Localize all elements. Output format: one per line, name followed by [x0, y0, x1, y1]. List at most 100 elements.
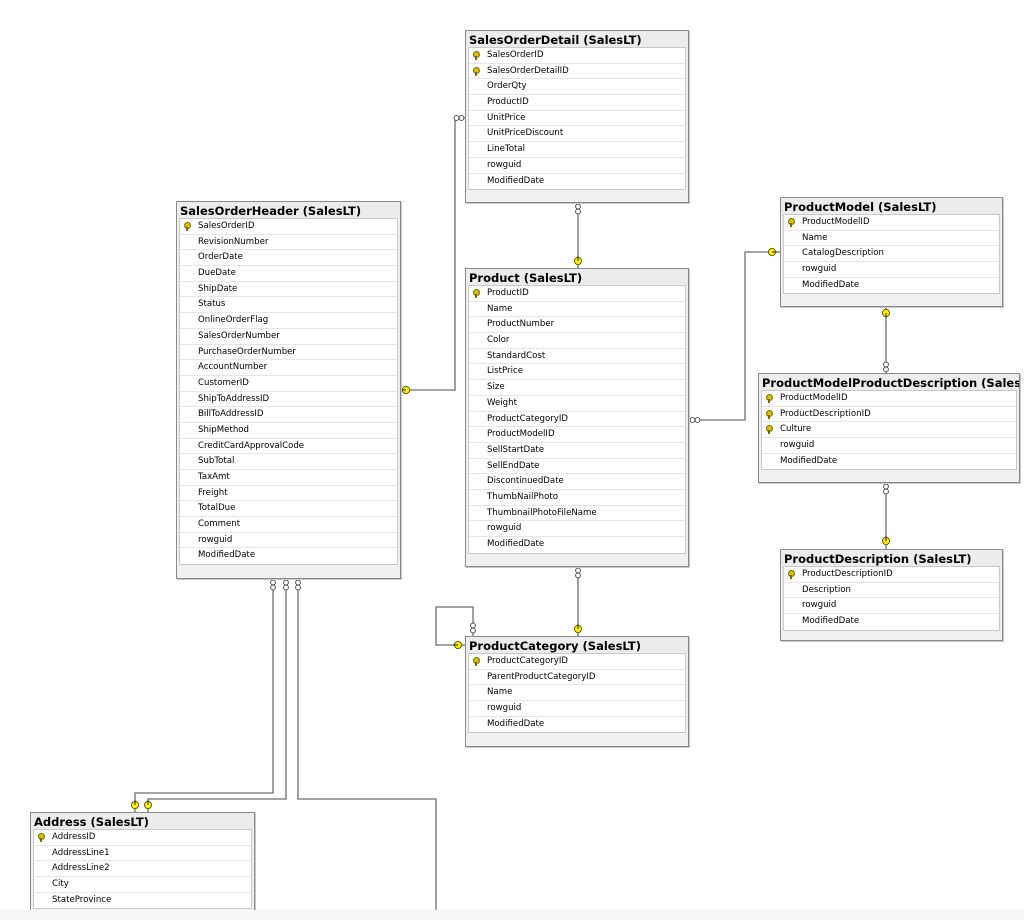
column-row[interactable]: rowguid	[469, 158, 685, 174]
column-row[interactable]: AddressID	[34, 830, 251, 846]
primary-key-icon	[788, 218, 795, 227]
column-row[interactable]: Description	[784, 583, 999, 599]
column-name: rowguid	[802, 264, 837, 275]
column-row[interactable]: rowguid	[469, 701, 685, 717]
column-row[interactable]: ProductCategoryID	[469, 654, 685, 670]
column-row[interactable]: StandardCost	[469, 349, 685, 365]
column-name: OrderDate	[198, 252, 243, 263]
column-row[interactable]: ModifiedDate	[784, 614, 999, 630]
column-row[interactable]: RevisionNumber	[180, 235, 397, 251]
column-row[interactable]: UnitPriceDiscount	[469, 126, 685, 143]
column-row[interactable]: rowguid	[762, 438, 1016, 454]
column-row[interactable]: PurchaseOrderNumber	[180, 345, 397, 361]
column-row[interactable]: rowguid	[469, 521, 685, 537]
column-row[interactable]: Freight	[180, 486, 397, 502]
column-name: Comment	[198, 519, 241, 530]
column-row[interactable]: ModifiedDate	[469, 174, 685, 190]
column-row[interactable]: ProductModelID	[784, 215, 999, 231]
column-row[interactable]: SalesOrderID	[469, 48, 685, 64]
column-row[interactable]: ModifiedDate	[469, 717, 685, 733]
column-name: ModifiedDate	[487, 718, 545, 729]
column-row[interactable]: ProductCategoryID	[469, 412, 685, 428]
column-row[interactable]: SalesOrderDetailID	[469, 64, 685, 80]
column-row[interactable]: Culture	[762, 422, 1016, 439]
column-row[interactable]: SalesOrderNumber	[180, 329, 397, 345]
column-row[interactable]: AddressLine1	[34, 846, 251, 862]
column-row[interactable]: Size	[469, 380, 685, 396]
column-row[interactable]: StateProvince	[34, 893, 251, 909]
column-row[interactable]: ProductID	[469, 95, 685, 111]
column-row[interactable]: Weight	[469, 396, 685, 412]
column-row[interactable]: DueDate	[180, 266, 397, 282]
column-row[interactable]: ProductID	[469, 286, 685, 302]
column-row[interactable]: CreditCardApprovalCode	[180, 439, 397, 455]
column-row[interactable]: DiscontinuedDate	[469, 474, 685, 490]
column-name: rowguid	[487, 159, 522, 170]
column-row[interactable]: ThumbNailPhoto	[469, 490, 685, 506]
column-row[interactable]: BillToAddressID	[180, 407, 397, 423]
column-row[interactable]: ModifiedDate	[762, 454, 1016, 470]
column-row[interactable]: ModifiedDate	[784, 278, 999, 294]
column-row[interactable]: Color	[469, 333, 685, 349]
column-name: ProductDescriptionID	[802, 569, 893, 579]
column-row[interactable]: OrderDate	[180, 250, 397, 267]
column-name: DiscontinuedDate	[487, 476, 564, 487]
column-row[interactable]: ModifiedDate	[180, 548, 397, 564]
primary-key-icon	[473, 51, 480, 60]
column-row[interactable]: SubTotal	[180, 454, 397, 470]
column-row[interactable]: rowguid	[180, 533, 397, 549]
column-row[interactable]: ProductModelID	[762, 391, 1016, 407]
column-row[interactable]: City	[34, 877, 251, 893]
column-row[interactable]: ProductModelID	[469, 427, 685, 443]
column-row[interactable]: OnlineOrderFlag	[180, 313, 397, 329]
column-row[interactable]: OrderQty	[469, 79, 685, 96]
primary-key-icon	[473, 657, 480, 666]
column-row[interactable]: ModifiedDate	[469, 537, 685, 553]
many-end-marker	[883, 483, 889, 495]
column-row[interactable]: Status	[180, 297, 397, 314]
column-name: BillToAddressID	[198, 409, 264, 420]
column-name: ModifiedDate	[802, 616, 860, 627]
column-row[interactable]: SellEndDate	[469, 459, 685, 475]
column-row[interactable]: Comment	[180, 517, 397, 533]
column-row[interactable]: ListPrice	[469, 364, 685, 381]
column-row[interactable]: AccountNumber	[180, 360, 397, 376]
column-name: ProductCategoryID	[487, 413, 569, 424]
column-row[interactable]: ShipMethod	[180, 423, 397, 439]
column-row[interactable]: TotalDue	[180, 501, 397, 518]
column-row[interactable]: Name	[784, 231, 999, 247]
table-product-description[interactable]: ProductDescription (SalesLT)ProductDescr…	[780, 549, 1003, 641]
column-name: Color	[487, 335, 510, 346]
column-row[interactable]: ThumbnailPhotoFileName	[469, 506, 685, 522]
column-row[interactable]: ProductNumber	[469, 317, 685, 334]
table-title: SalesOrderDetail (SalesLT)	[466, 31, 688, 47]
column-row[interactable]: ProductDescriptionID	[762, 407, 1016, 423]
column-row[interactable]: rowguid	[784, 598, 999, 615]
column-row[interactable]: CatalogDescription	[784, 246, 999, 263]
column-row[interactable]: ParentProductCategoryID	[469, 670, 685, 686]
column-row[interactable]: UnitPrice	[469, 111, 685, 127]
column-row[interactable]: AddressLine2	[34, 861, 251, 878]
column-row[interactable]: SellStartDate	[469, 443, 685, 459]
column-row[interactable]: Name	[469, 302, 685, 318]
column-name: ShipToAddressID	[198, 393, 270, 404]
column-row[interactable]: ShipDate	[180, 282, 397, 298]
table-product-category[interactable]: ProductCategory (SalesLT)ProductCategory…	[465, 636, 689, 747]
column-row[interactable]: rowguid	[784, 262, 999, 278]
column-row[interactable]: SalesOrderID	[180, 219, 397, 235]
column-name: rowguid	[780, 440, 815, 451]
column-row[interactable]: TaxAmt	[180, 470, 397, 486]
column-name: ProductID	[487, 97, 529, 108]
table-product-model-product-description[interactable]: ProductModelProductDescription (SalesLT)…	[758, 373, 1020, 483]
column-row[interactable]: LineTotal	[469, 142, 685, 158]
column-row[interactable]: Name	[469, 685, 685, 702]
column-row[interactable]: ShipToAddressID	[180, 392, 397, 408]
column-row[interactable]: CustomerID	[180, 376, 397, 392]
column-row[interactable]: ProductDescriptionID	[784, 567, 999, 583]
